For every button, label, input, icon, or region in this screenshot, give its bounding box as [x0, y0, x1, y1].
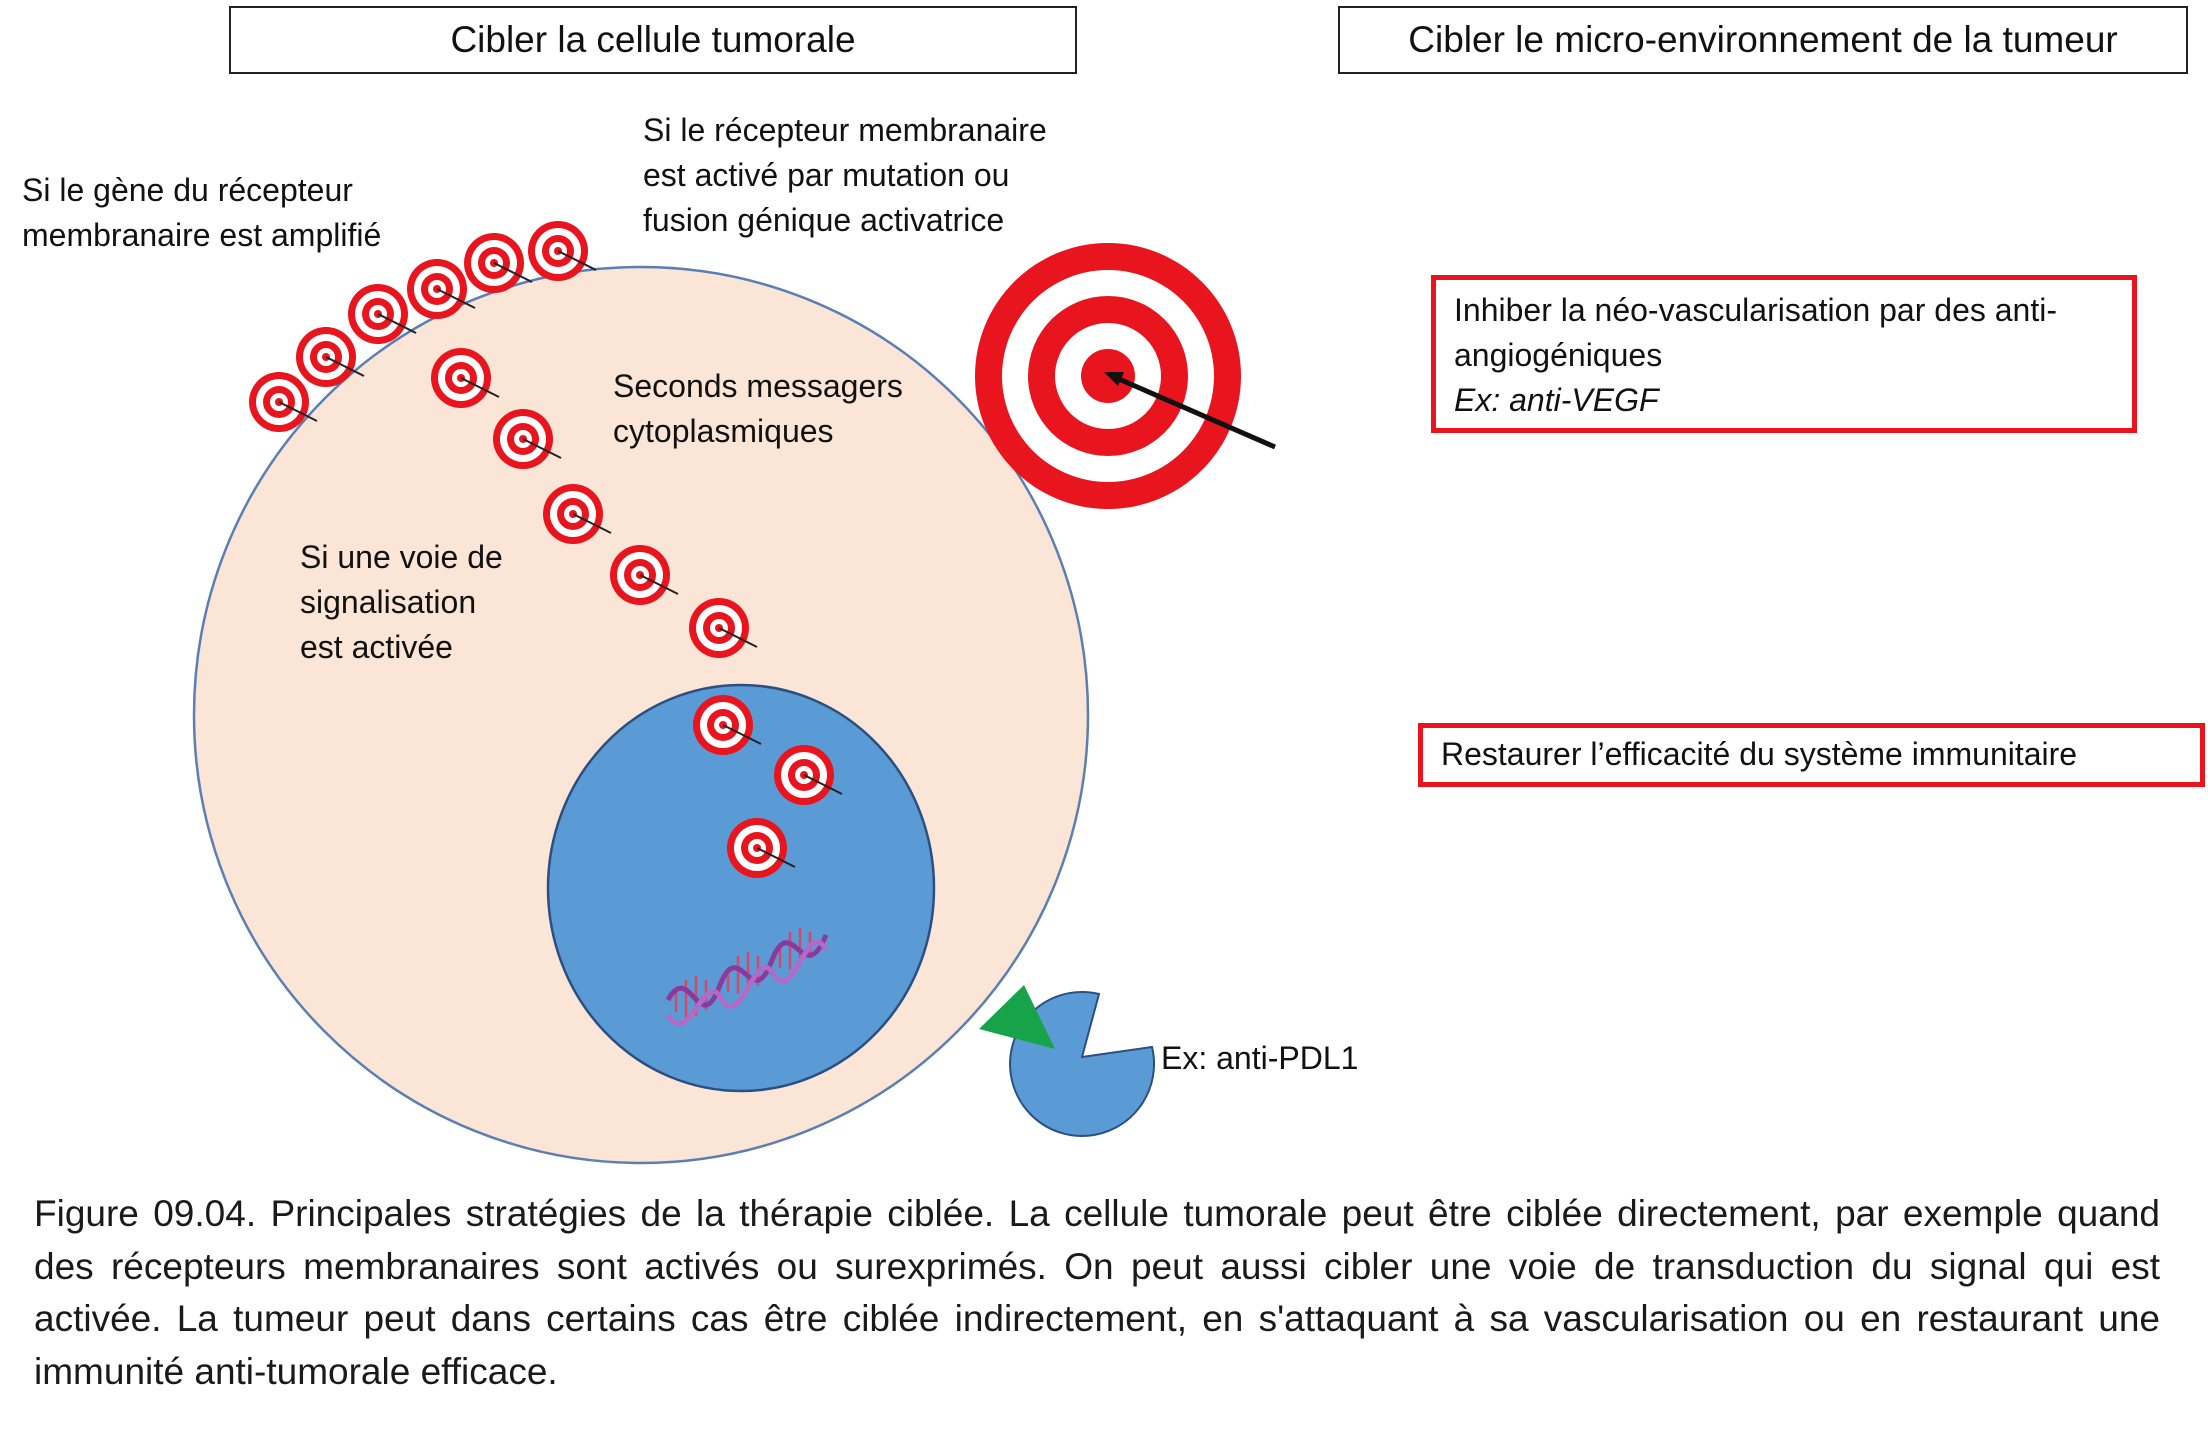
dna-icon: [665, 928, 829, 1026]
label-receptor-mutation: Si le récepteur membranaire est activé p…: [643, 112, 1047, 238]
box-anti-angiogenic: Inhiber la néo-vascularisation par des a…: [1431, 275, 2137, 433]
receptor-target-icon: [296, 327, 365, 387]
label-second-messengers: Seconds messagers cytoplasmiques: [613, 368, 903, 449]
label-signaling-pathway: Si une voie de signalisation est activée: [300, 539, 503, 665]
receptor-target-icon: [693, 695, 762, 755]
receptor-target-icon: [464, 233, 533, 293]
receptor-target-icon: [610, 545, 679, 605]
angiogenesis-target-icon: [975, 243, 1276, 509]
receptor-target-icon: [493, 409, 562, 469]
header-target-tumor-cell: Cibler la cellule tumorale: [229, 6, 1077, 74]
header-target-microenvironment: Cibler le micro-environnement de la tume…: [1338, 6, 2188, 74]
label-anti-pdl1: Ex: anti-PDL1: [1161, 1040, 1359, 1076]
receptor-target-icon: [431, 348, 500, 408]
receptor-target-icon: [348, 284, 417, 344]
receptor-target-icon: [543, 484, 612, 544]
pdl1-ligand-icon: [979, 985, 1055, 1049]
receptor-target-icon: [407, 259, 476, 319]
receptor-target-icon: [528, 221, 597, 281]
box-restore-immunity: Restaurer l’efficacité du système immuni…: [1418, 723, 2205, 787]
receptor-target-icon: [727, 818, 796, 878]
pdl1-receptor-icon: [1009, 991, 1155, 1137]
figure-caption: Figure 09.04. Principales stratégies de …: [34, 1193, 2160, 1392]
receptor-target-icon: [774, 745, 843, 805]
label-gene-amplified: Si le gène du récepteur membranaire est …: [22, 172, 382, 253]
receptor-target-icon: [249, 372, 318, 432]
example-anti-vegf: Ex: anti-VEGF: [1454, 382, 1659, 418]
cell-nucleus: [546, 683, 936, 1093]
receptor-target-icon: [689, 598, 758, 658]
